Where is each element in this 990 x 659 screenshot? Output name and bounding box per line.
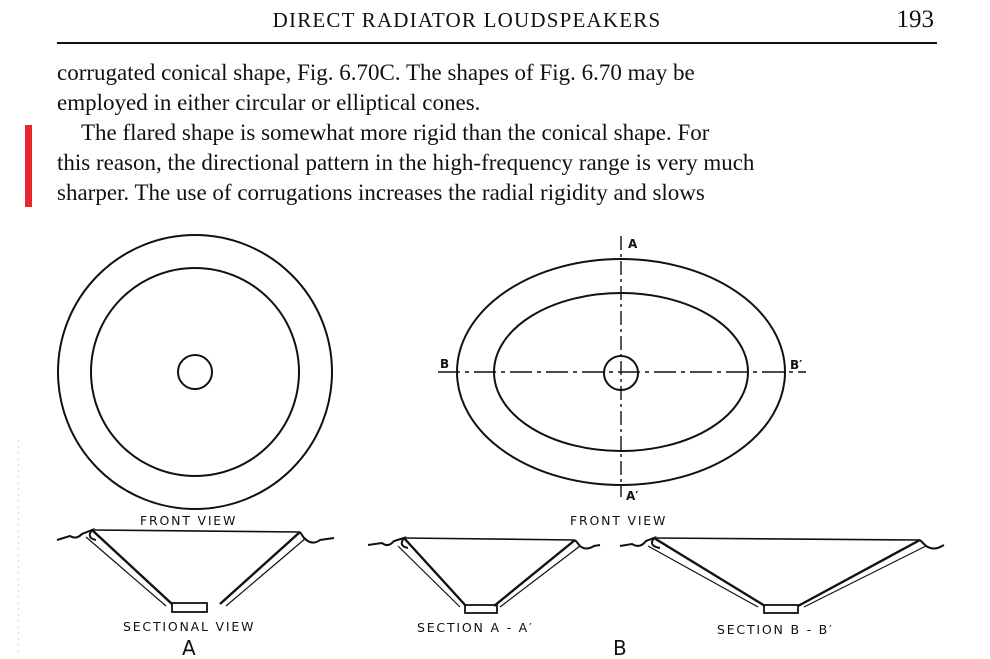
- section-a-a-prime-label: SECTION A - A′: [417, 620, 534, 635]
- elliptical-cone-section-aa: [367, 536, 601, 614]
- part-a-letter: A: [182, 636, 196, 659]
- change-bar: [25, 125, 32, 207]
- axis-label-a: A: [628, 237, 638, 251]
- circular-cone-voice-coil: [177, 354, 213, 390]
- elliptical-cone-section-bb: [619, 535, 945, 614]
- running-title: DIRECT RADIATOR LOUDSPEAKERS: [272, 8, 662, 32]
- circular-cone-front-view: [57, 234, 333, 510]
- axis-label-a-prime: A′: [626, 489, 638, 503]
- paragraph-2-line-1: The flared shape is somewhat more rigid …: [81, 120, 710, 145]
- circular-cone-inner-edge: [90, 267, 300, 477]
- part-a-sectional-view-label: SECTIONAL VIEW: [123, 619, 255, 634]
- paragraph-1-line-1: corrugated conical shape, Fig. 6.70C. Th…: [57, 60, 695, 85]
- paragraph-2-line-2: this reason, the directional pattern in …: [57, 150, 755, 175]
- paragraph-2-line-3: sharper. The use of corrugations increas…: [57, 180, 705, 205]
- header-rule: [57, 42, 937, 44]
- page-number: 193: [896, 6, 935, 33]
- axis-label-b-prime: B′: [790, 358, 802, 372]
- part-a-front-view-label: FRONT VIEW: [140, 513, 237, 528]
- paragraph-1-line-2: employed in either circular or elliptica…: [57, 90, 481, 115]
- part-b-front-view-label: FRONT VIEW: [570, 513, 667, 528]
- scan-edge-marks: [18, 440, 19, 655]
- body-text: corrugated conical shape, Fig. 6.70C. Th…: [57, 58, 937, 208]
- section-b-b-prime-label: SECTION B - B′: [717, 622, 834, 637]
- circular-cone-outer-rim: [57, 234, 333, 510]
- axis-label-b: B: [440, 357, 449, 371]
- running-head: DIRECT RADIATOR LOUDSPEAKERS 193: [57, 6, 937, 40]
- elliptical-cone-front-view: [438, 236, 806, 497]
- circular-cone-section: [56, 527, 335, 613]
- part-b-letter: B: [613, 636, 627, 659]
